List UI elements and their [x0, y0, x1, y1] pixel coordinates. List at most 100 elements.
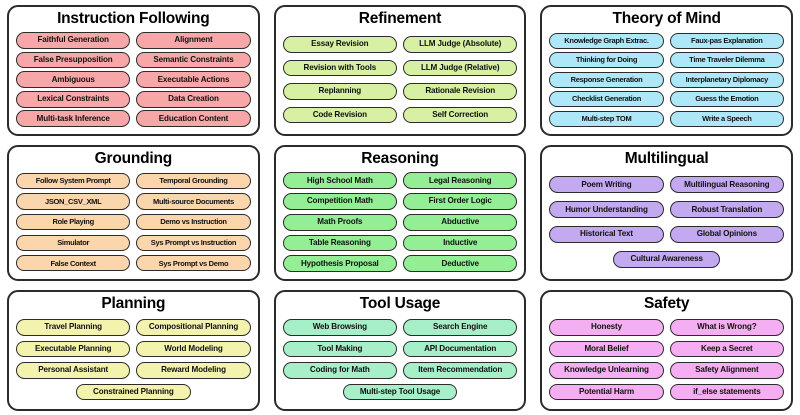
pill-safety[interactable]: Safety Alignment: [669, 362, 784, 379]
pill-theory-of-mind[interactable]: Multi-step TOM: [549, 110, 664, 127]
pill-tool-usage[interactable]: Item Recommendation: [403, 362, 518, 379]
pill-planning[interactable]: Reward Modeling: [136, 362, 251, 379]
pill-theory-of-mind[interactable]: Guess the Emotion: [669, 91, 784, 108]
pill-row: JSON_CSV_XML Multi-source Documents: [16, 193, 251, 210]
pill-planning[interactable]: World Modeling: [136, 340, 251, 358]
pill-row: Response Generation Interplanetary Diplom…: [549, 71, 784, 88]
pill-tool-usage[interactable]: Tool Making: [282, 340, 397, 358]
pill-multilingual[interactable]: Cultural Awareness: [613, 251, 720, 268]
pill-theory-of-mind[interactable]: Faux-pas Explanation: [669, 32, 784, 49]
pill-multilingual[interactable]: Robust Translation: [669, 201, 784, 219]
pill-refinement[interactable]: Replanning: [282, 83, 397, 100]
pill-instruction-following[interactable]: Faithful Generation: [16, 32, 131, 49]
pill-planning[interactable]: Personal Assistant: [16, 362, 131, 379]
pill-planning[interactable]: Compositional Planning: [136, 319, 251, 336]
pill-multilingual[interactable]: Poem Writing: [549, 176, 664, 194]
pill-safety[interactable]: Honesty: [549, 319, 664, 336]
pill-reasoning[interactable]: Competition Math: [282, 193, 397, 210]
pill-safety[interactable]: Keep a Secret: [669, 340, 784, 358]
pill-refinement[interactable]: LLM Judge (Absolute): [403, 36, 518, 53]
pill-reasoning[interactable]: Table Reasoning: [282, 234, 397, 252]
pill-multilingual[interactable]: Historical Text: [549, 226, 664, 243]
pill-refinement[interactable]: LLM Judge (Relative): [403, 59, 518, 77]
pill-row: Historical Text Global Opinions: [549, 226, 784, 243]
pill-safety[interactable]: What is Wrong?: [669, 319, 784, 336]
pill-planning[interactable]: Travel Planning: [16, 319, 131, 336]
pill-planning[interactable]: Constrained Planning: [76, 383, 191, 401]
pill-row: Moral Belief Keep a Secret: [549, 340, 784, 358]
pill-multilingual[interactable]: Multilingual Reasoning: [669, 176, 784, 194]
pill-instruction-following[interactable]: False Presupposition: [16, 51, 131, 69]
pill-grounding[interactable]: Temporal Grounding: [136, 172, 251, 189]
pill-tool-usage[interactable]: API Documentation: [403, 340, 518, 358]
pill-tool-usage[interactable]: Web Browsing: [282, 319, 397, 336]
pill-row: Knowledge Unlearning Safety Alignment: [549, 362, 784, 379]
pill-instruction-following[interactable]: Multi-task Inference: [16, 110, 131, 128]
pill-row: False Presupposition Semantic Constraints: [16, 51, 251, 69]
pill-instruction-following[interactable]: Semantic Constraints: [136, 51, 251, 69]
pill-reasoning[interactable]: Deductive: [403, 255, 518, 273]
pill-row: Lexical Constraints Data Creation: [16, 90, 251, 108]
pill-grounding[interactable]: Demo vs Instruction: [136, 214, 251, 231]
pill-instruction-following[interactable]: Alignment: [136, 32, 251, 49]
pill-theory-of-mind[interactable]: Write a Speech: [669, 110, 784, 127]
pill-tool-usage[interactable]: Search Engine: [403, 319, 518, 336]
pill-safety[interactable]: if_else statements: [669, 383, 784, 401]
pill-grounding[interactable]: False Context: [16, 255, 131, 272]
pill-grounding[interactable]: Role Playing: [16, 214, 131, 231]
pill-row: Checklist Generation Guess the Emotion: [549, 91, 784, 108]
pill-row: Travel Planning Compositional Planning: [16, 319, 251, 336]
pill-grounding[interactable]: Simulator: [16, 234, 131, 251]
pill-multilingual[interactable]: Global Opinions: [669, 226, 784, 243]
pill-refinement[interactable]: Code Revision: [282, 106, 397, 124]
pill-row: Cultural Awareness: [549, 251, 784, 268]
pill-refinement[interactable]: Self Correction: [403, 106, 518, 124]
pill-refinement[interactable]: Revision with Tools: [282, 59, 397, 77]
pill-safety[interactable]: Potential Harm: [549, 383, 664, 401]
pill-row: False Context Sys Prompt vs Demo: [16, 255, 251, 272]
pill-safety[interactable]: Knowledge Unlearning: [549, 362, 664, 379]
pill-theory-of-mind[interactable]: Thinking for Doing: [549, 52, 664, 69]
pill-theory-of-mind[interactable]: Interplanetary Diplomacy: [669, 71, 784, 88]
pill-grounding[interactable]: Follow System Prompt: [16, 172, 131, 189]
pill-reasoning[interactable]: High School Math: [282, 172, 397, 190]
pill-refinement[interactable]: Essay Revision: [282, 36, 397, 53]
pill-theory-of-mind[interactable]: Checklist Generation: [549, 91, 664, 108]
pill-multilingual[interactable]: Humor Understanding: [549, 201, 664, 219]
pill-instruction-following[interactable]: Education Content: [136, 110, 251, 128]
pill-grounding[interactable]: Sys Prompt vs Instruction: [136, 234, 251, 251]
pill-tool-usage[interactable]: Multi-step Tool Usage: [342, 383, 458, 401]
pill-instruction-following[interactable]: Data Creation: [136, 90, 251, 108]
pill-refinement[interactable]: Rationale Revision: [403, 83, 518, 100]
pill-row: Code Revision Self Correction: [282, 106, 518, 124]
pill-grounding[interactable]: Sys Prompt vs Demo: [136, 255, 251, 272]
pill-instruction-following[interactable]: Executable Actions: [136, 71, 251, 89]
pill-theory-of-mind[interactable]: Time Traveler Dilemma: [669, 52, 784, 69]
pill-reasoning[interactable]: Legal Reasoning: [403, 172, 518, 190]
pill-instruction-following[interactable]: Ambiguous: [16, 71, 131, 89]
pill-reasoning[interactable]: Hypothesis Proposal: [282, 255, 397, 273]
pill-reasoning[interactable]: Inductive: [403, 234, 518, 252]
pill-reasoning[interactable]: Math Proofs: [282, 213, 397, 231]
pill-reasoning[interactable]: Abductive: [403, 213, 518, 231]
pill-grounding[interactable]: JSON_CSV_XML: [16, 193, 131, 210]
pill-grid-refinement: Essay Revision LLM Judge (Absolute) Revisi…: [282, 30, 518, 129]
pill-tool-usage[interactable]: Coding for Math: [282, 362, 397, 379]
pill-safety[interactable]: Moral Belief: [549, 340, 664, 358]
pill-grounding[interactable]: Multi-source Documents: [136, 193, 251, 210]
pill-reasoning[interactable]: First Order Logic: [403, 193, 518, 210]
pill-theory-of-mind[interactable]: Response Generation: [549, 71, 664, 88]
pill-planning[interactable]: Executable Planning: [16, 340, 131, 358]
pill-row: Multi-step TOM Write a Speech: [549, 110, 784, 127]
pill-theory-of-mind[interactable]: Knowledge Graph Extrac.: [549, 32, 664, 49]
pill-instruction-following[interactable]: Lexical Constraints: [16, 90, 131, 108]
